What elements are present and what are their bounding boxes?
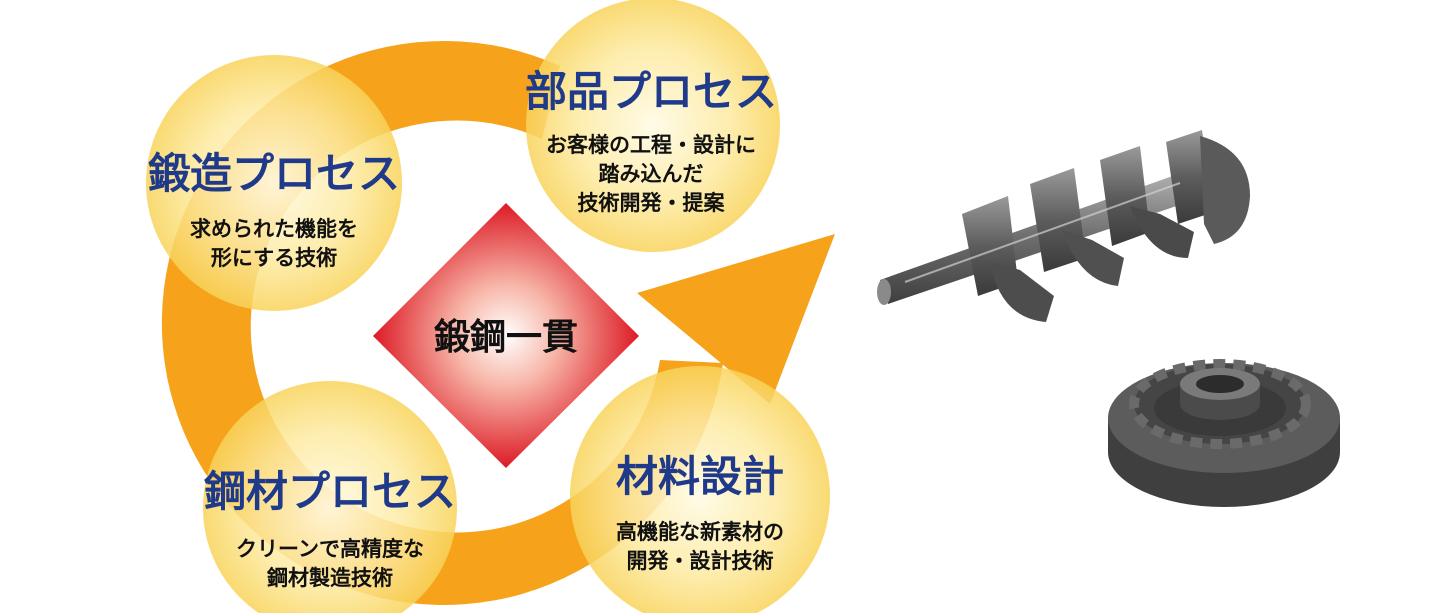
process-desc-line: 踏み込んだ (599, 162, 704, 186)
process-forging: 鍛造プロセス 求められた機能を 形にする技術 (146, 55, 402, 311)
process-steel: 鋼材プロセス クリーンで高精度な 鋼材製造技術 (203, 381, 457, 613)
process-desc-line: 鋼材製造技術 (266, 566, 393, 590)
process-title: 鍛造プロセス (148, 149, 400, 198)
process-title: 材料設計 (616, 452, 784, 501)
crankshaft-web (1062, 230, 1124, 286)
process-title: 部品プロセス (525, 67, 777, 116)
crankshaft-end (877, 279, 891, 305)
process-desc-line: 高機能な新素材の (616, 520, 784, 544)
process-desc-line: 技術開発・提案 (578, 191, 726, 215)
gear-ring-icon (1108, 359, 1340, 507)
process-circle (570, 366, 830, 613)
crankshaft-highlight (904, 182, 1181, 283)
center-diamond: 鍛鋼一貫 (373, 203, 639, 468)
process-desc-line: 形にする技術 (211, 246, 337, 270)
diamond-shape (373, 203, 639, 468)
process-desc-line: お客様の工程・設計に (546, 133, 756, 157)
process-circle (526, 0, 780, 252)
process-parts: 部品プロセス お客様の工程・設計に 踏み込んだ 技術開発・提案 (525, 0, 780, 252)
process-circle (146, 55, 402, 311)
gear-hub-hole (1196, 375, 1244, 393)
process-desc-line: クリーンで高精度な (236, 537, 424, 561)
crankshaft-icon (877, 130, 1250, 322)
process-desc-line: 求められた機能を (190, 217, 358, 241)
process-desc-line: 開発・設計技術 (627, 549, 774, 573)
process-circle (203, 381, 457, 613)
cycle-arrowhead (637, 234, 835, 404)
process-material: 材料設計 高機能な新素材の 開発・設計技術 (570, 366, 830, 613)
crankshaft-web (1130, 206, 1194, 258)
crankshaft-web (990, 262, 1054, 322)
process-title: 鋼材プロセス (204, 467, 456, 516)
center-label: 鍛鋼一貫 (434, 316, 578, 358)
crankshaft-flange (1200, 136, 1250, 244)
